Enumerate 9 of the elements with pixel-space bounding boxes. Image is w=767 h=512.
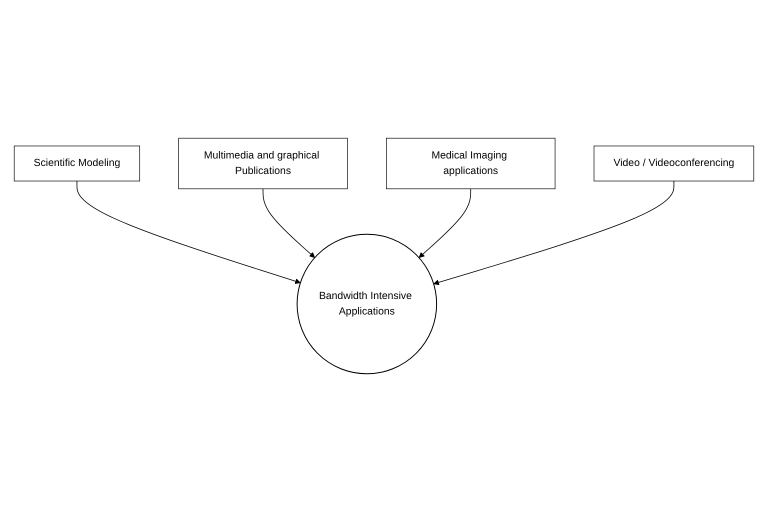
node-box: Medical Imaging applications xyxy=(386,138,555,190)
arrow xyxy=(262,188,315,258)
node-box: Scientific Modeling xyxy=(13,146,140,182)
arrow xyxy=(432,180,674,286)
arrow xyxy=(76,180,300,284)
node-box: Video / Videoconferencing xyxy=(593,146,754,182)
node-box: Multimedia and graphical Publications xyxy=(178,138,348,190)
arrow xyxy=(418,188,471,258)
node-circle: Bandwidth Intensive Applications xyxy=(296,234,437,374)
